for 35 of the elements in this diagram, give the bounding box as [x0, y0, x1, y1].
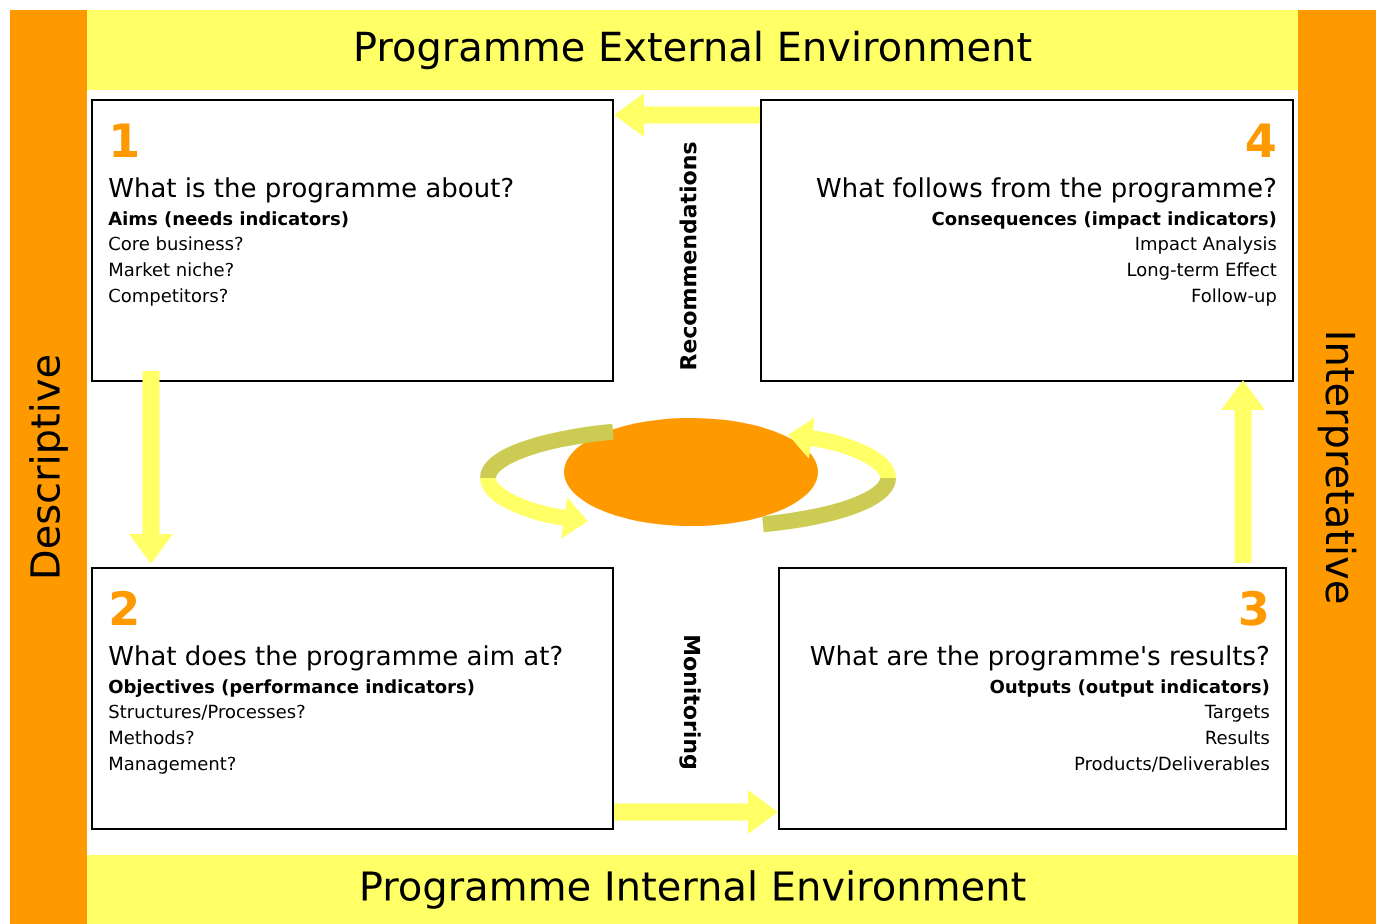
side-label: Monitoring: [679, 636, 701, 768]
item-text: Core business?: [109, 236, 243, 251]
question-text: What does the programme aim at?: [109, 645, 562, 671]
item-text: Targets: [1204, 704, 1269, 722]
item-text: Products/Deliverables: [1075, 756, 1269, 772]
question-box: [778, 567, 1287, 830]
item-text: Impact Analysis: [1136, 236, 1276, 254]
question-box: [91, 99, 614, 382]
heading-text: Outputs (output indicators): [990, 679, 1269, 697]
item-text: Results: [1206, 730, 1269, 745]
item-text: Follow-up: [1192, 288, 1276, 306]
box-number: 4: [1246, 123, 1275, 157]
environment-band: Descriptive: [10, 10, 87, 924]
question-text: What is the programme about?: [109, 177, 513, 203]
hub-ellipse: [564, 418, 818, 526]
item-text: Structures/Processes?: [109, 704, 305, 720]
item-text: Management?: [110, 756, 236, 774]
question-text: What are the programme's results?: [810, 645, 1268, 671]
side-label: Recommendations: [679, 142, 697, 369]
heading-text: Consequences (impact indicators): [932, 211, 1276, 229]
item-text: Competitors?: [109, 288, 227, 306]
box-number: 1: [113, 123, 138, 157]
question-text: What follows from the programme?: [816, 177, 1276, 203]
item-text: Market niche?: [110, 262, 233, 277]
item-text: Methods?: [110, 730, 194, 745]
item-text: Long-term Effect: [1128, 262, 1277, 280]
question-box: [760, 99, 1294, 382]
heading-text: Aims (needs indicators): [108, 211, 348, 228]
box-number: 3: [1240, 590, 1267, 626]
heading-text: Objectives (performance indicators): [109, 679, 474, 697]
environment-band: Interpretative: [1298, 10, 1376, 924]
box-number: 2: [111, 590, 137, 625]
environment-band: Programme External Environment: [87, 10, 1298, 90]
environment-band: Programme Internal Environment: [87, 855, 1298, 924]
question-box: [91, 567, 614, 830]
